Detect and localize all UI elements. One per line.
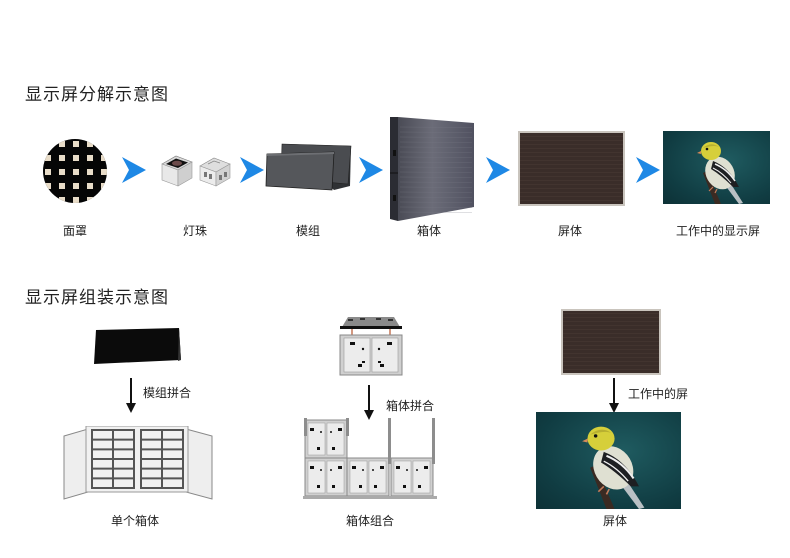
mask-icon [42,138,108,208]
arrow-right-icon [359,157,383,183]
step-label-mask: 面罩 [62,224,87,238]
single-cabinet-icon [62,425,214,506]
cabinet-icon [390,117,476,225]
cabinet-combination-icon [303,414,437,504]
working-screen-photo [536,412,681,509]
assembly-title: 显示屏组装示意图 [25,288,169,308]
result-label-cabinet-combination: 箱体组合 [345,514,394,528]
step-label-screen-body: 屏体 [557,224,582,238]
result-label-single-cabinet: 单个箱体 [110,514,159,528]
decomposition-title: 显示屏分解示意图 [25,85,169,105]
step-label-cabinet: 箱体 [416,224,441,238]
working-display-icon [663,131,770,204]
arrow-down-icon [126,378,136,413]
arrow-down-icon [364,385,374,420]
step-label-working-display: 工作中的显示屏 [675,224,760,238]
arrow-down-icon [609,378,619,413]
step-label-cabinet-joining: 箱体拼合 [386,399,435,413]
screen-panel-icon [561,309,661,375]
step-label-working-screen: 工作中的屏 [628,387,689,401]
arrow-right-icon [486,157,510,183]
step-label-module-joining: 模组拼合 [143,386,192,400]
module-icon [264,142,354,196]
arrow-right-icon [636,157,660,183]
result-label-screen-body: 屏体 [602,514,627,528]
arrow-right-icon [122,157,146,183]
step-label-led-bead: 灯珠 [182,224,207,238]
arrow-right-icon [240,157,264,183]
step-label-module: 模组 [295,224,320,238]
cabinet-with-hanger-icon [338,313,404,381]
led-bead-icon [158,150,240,194]
screen-body-icon [518,131,625,206]
module-panel-icon [92,328,182,368]
